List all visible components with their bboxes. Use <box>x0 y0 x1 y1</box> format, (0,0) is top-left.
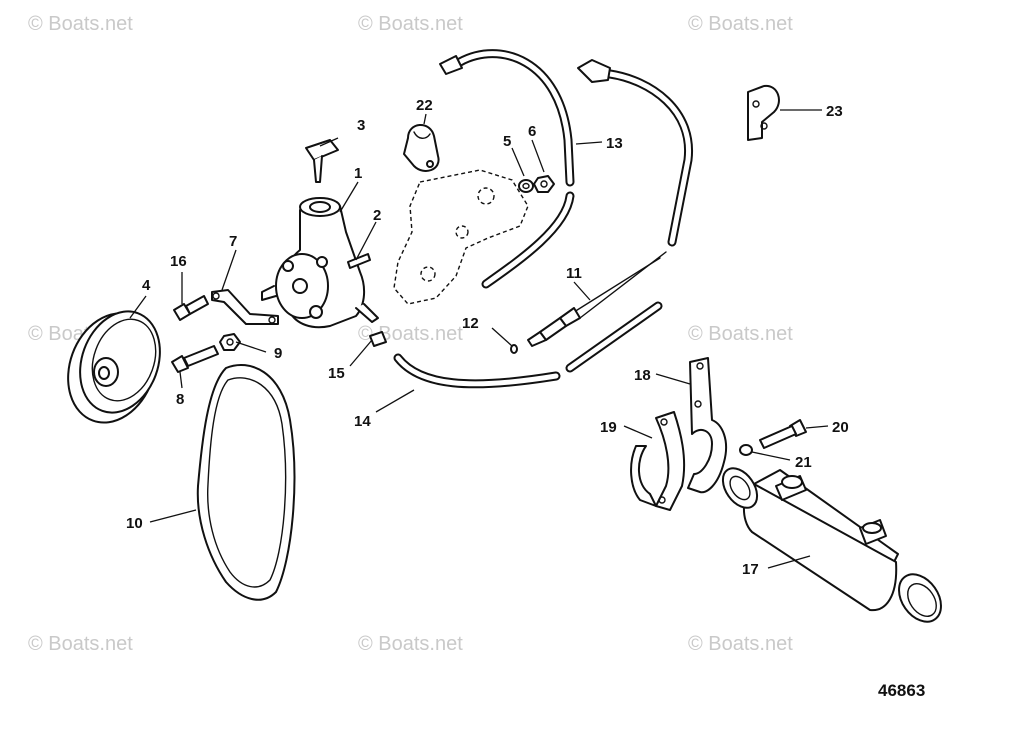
callout-13: 13 <box>606 135 623 152</box>
callout-20: 20 <box>832 419 849 436</box>
callout-10: 10 <box>126 515 143 532</box>
part-hose-13[interactable] <box>439 49 575 289</box>
callout-22: 22 <box>416 97 433 114</box>
part-clamp-19[interactable] <box>630 411 686 511</box>
watermark-text: © Boats.net <box>688 13 793 35</box>
callout-19: 19 <box>600 419 617 436</box>
watermark-text: © Boats.net <box>688 323 793 345</box>
pump-bracket <box>393 169 529 305</box>
callout-1: 1 <box>354 165 362 182</box>
part-brace[interactable] <box>211 289 279 325</box>
callout-21: 21 <box>795 454 812 471</box>
callout-23: 23 <box>826 103 843 120</box>
callout-9: 9 <box>274 345 282 362</box>
callout-6: 6 <box>528 123 536 140</box>
part-o-ring[interactable] <box>510 344 518 354</box>
callout-5: 5 <box>503 133 511 150</box>
callout-3: 3 <box>357 117 365 134</box>
callout-15: 15 <box>328 365 345 382</box>
part-fitting-15[interactable] <box>369 331 387 347</box>
part-bolt-16[interactable] <box>173 295 209 321</box>
watermark-text: © Boats.net <box>28 633 133 655</box>
callout-4: 4 <box>142 277 151 294</box>
part-clamp-22[interactable] <box>403 124 440 172</box>
part-stud[interactable] <box>347 253 371 269</box>
watermarks: © Boats.net © Boats.net © Boats.net © Bo… <box>28 13 793 655</box>
part-nut[interactable] <box>533 175 555 193</box>
watermark-text: © Boats.net <box>358 13 463 35</box>
part-nut-9[interactable] <box>219 333 241 351</box>
callout-14: 14 <box>354 413 371 430</box>
part-bolt-20[interactable] <box>759 419 807 449</box>
part-bolt-8[interactable] <box>171 345 219 373</box>
callout-12: 12 <box>462 315 479 332</box>
part-clip-23[interactable] <box>747 84 780 141</box>
part-dipstick-cap[interactable] <box>305 139 339 183</box>
part-power-steering-pump[interactable] <box>261 197 379 329</box>
callout-11: 11 <box>566 265 582 282</box>
part-hose-14[interactable] <box>393 301 663 389</box>
watermark-text: © Boats.net <box>358 633 463 655</box>
callout-17: 17 <box>742 561 759 578</box>
part-drive-belt[interactable] <box>196 363 296 601</box>
callout-2: 2 <box>373 207 381 224</box>
diagram-number: 46863 <box>878 681 925 700</box>
part-cooler[interactable] <box>716 462 950 630</box>
part-washer[interactable] <box>518 179 534 193</box>
callouts: 1 2 3 4 5 6 7 8 9 10 11 12 13 14 15 16 1… <box>126 97 849 578</box>
part-pulley[interactable] <box>53 300 173 435</box>
callout-16: 16 <box>170 253 187 270</box>
callout-18: 18 <box>634 367 651 384</box>
callout-7: 7 <box>229 233 237 250</box>
part-bracket-18[interactable] <box>687 357 728 494</box>
part-hose-upper-right[interactable] <box>577 59 694 247</box>
watermark-text: © Boats.net <box>28 13 133 35</box>
leader-lines <box>129 109 829 569</box>
part-hose-11[interactable] <box>527 251 667 347</box>
part-washer-21[interactable] <box>739 444 753 456</box>
callout-8: 8 <box>176 391 184 408</box>
watermark-text: © Boats.net <box>688 633 793 655</box>
